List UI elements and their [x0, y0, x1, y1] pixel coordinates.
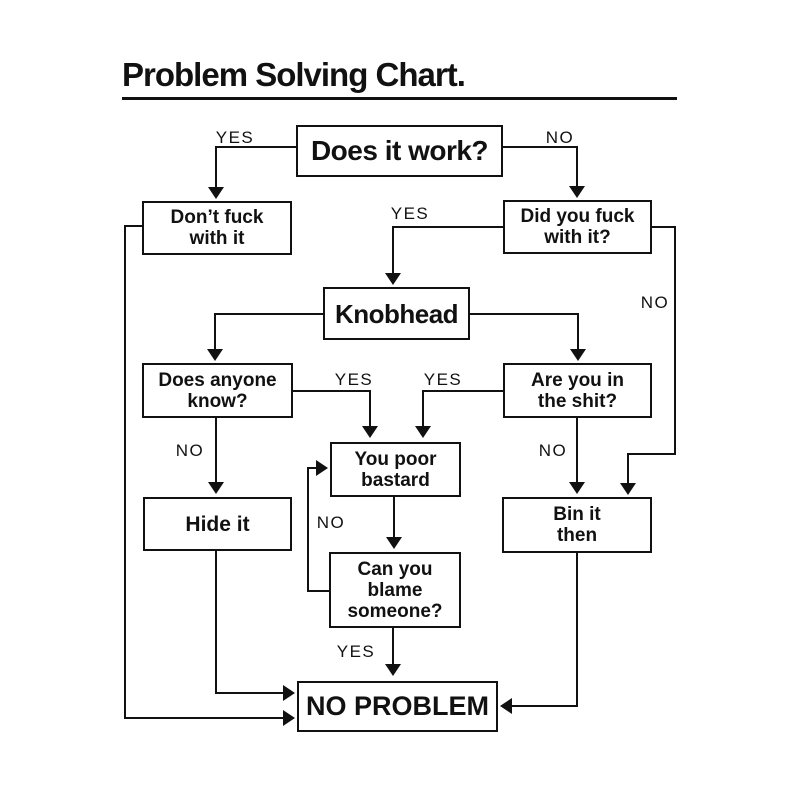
line-segment — [392, 628, 394, 666]
arrowhead-down-icon — [570, 349, 586, 361]
line-segment — [215, 418, 217, 484]
line-segment — [576, 553, 578, 707]
arrowhead-right-icon — [283, 710, 295, 726]
edge-label-did-you-fuck-yes: YES — [390, 204, 430, 223]
line-segment — [576, 146, 578, 189]
line-segment — [124, 717, 285, 719]
node-did-you-fuck-with-it: Did you fuck with it? — [503, 200, 652, 254]
line-segment — [502, 146, 578, 148]
edge-label-blame-yes: YES — [336, 642, 376, 661]
line-segment — [393, 226, 504, 228]
arrowhead-left-icon — [500, 698, 512, 714]
edge-label-are-you-no: NO — [538, 441, 568, 460]
node-you-poor-bastard: You poor bastard — [330, 442, 461, 497]
line-segment — [469, 313, 579, 315]
node-no-problem: NO PROBLEM — [297, 681, 498, 732]
arrowhead-right-icon — [316, 460, 328, 476]
line-segment — [307, 467, 318, 469]
page-title: Problem Solving Chart. — [122, 56, 466, 93]
title-underline — [122, 97, 677, 100]
node-does-it-work: Does it work? — [296, 125, 503, 177]
edge-label-does-anyone-yes: YES — [334, 370, 374, 389]
edge-label-did-you-fuck-no: NO — [640, 293, 670, 312]
line-segment — [627, 453, 629, 485]
arrowhead-down-icon — [208, 187, 224, 199]
edge-label-does-it-work-no: NO — [545, 128, 575, 147]
line-segment — [577, 313, 579, 351]
edge-label-blame-no: NO — [316, 513, 346, 532]
arrowhead-down-icon — [362, 426, 378, 438]
node-does-anyone-know: Does anyone know? — [142, 363, 293, 418]
arrowhead-down-icon — [208, 482, 224, 494]
node-hide-it: Hide it — [143, 497, 292, 551]
line-segment — [124, 225, 126, 719]
arrowhead-down-icon — [415, 426, 431, 438]
line-segment — [216, 146, 297, 148]
node-can-you-blame-someone: Can you blame someone? — [329, 552, 461, 628]
line-segment — [215, 551, 217, 694]
arrowhead-down-icon — [620, 483, 636, 495]
edge-label-are-you-yes: YES — [423, 370, 463, 389]
line-segment — [422, 390, 504, 392]
arrowhead-down-icon — [569, 482, 585, 494]
line-segment — [292, 390, 371, 392]
line-segment — [674, 226, 676, 455]
line-segment — [124, 225, 143, 227]
node-bin-it-then: Bin it then — [502, 497, 652, 553]
node-are-you-in-the-shit: Are you in the shit? — [503, 363, 652, 418]
arrowhead-down-icon — [385, 273, 401, 285]
line-segment — [510, 705, 578, 707]
line-segment — [369, 390, 371, 428]
line-segment — [650, 226, 676, 228]
line-segment — [215, 692, 285, 694]
arrowhead-down-icon — [386, 537, 402, 549]
edge-label-does-anyone-no: NO — [175, 441, 205, 460]
line-segment — [214, 313, 216, 351]
line-segment — [576, 418, 578, 484]
line-segment — [422, 390, 424, 428]
line-segment — [392, 226, 394, 276]
node-dont-fuck-with-it: Don’t fuck with it — [142, 201, 292, 255]
arrowhead-down-icon — [385, 664, 401, 676]
line-segment — [627, 453, 676, 455]
line-segment — [307, 467, 309, 592]
edge-label-does-it-work-yes: YES — [215, 128, 255, 147]
line-segment — [307, 590, 329, 592]
line-segment — [215, 146, 217, 190]
arrowhead-right-icon — [283, 685, 295, 701]
line-segment — [214, 313, 324, 315]
line-segment — [393, 497, 395, 539]
arrowhead-down-icon — [569, 186, 585, 198]
node-knobhead: Knobhead — [323, 287, 470, 340]
arrowhead-down-icon — [207, 349, 223, 361]
